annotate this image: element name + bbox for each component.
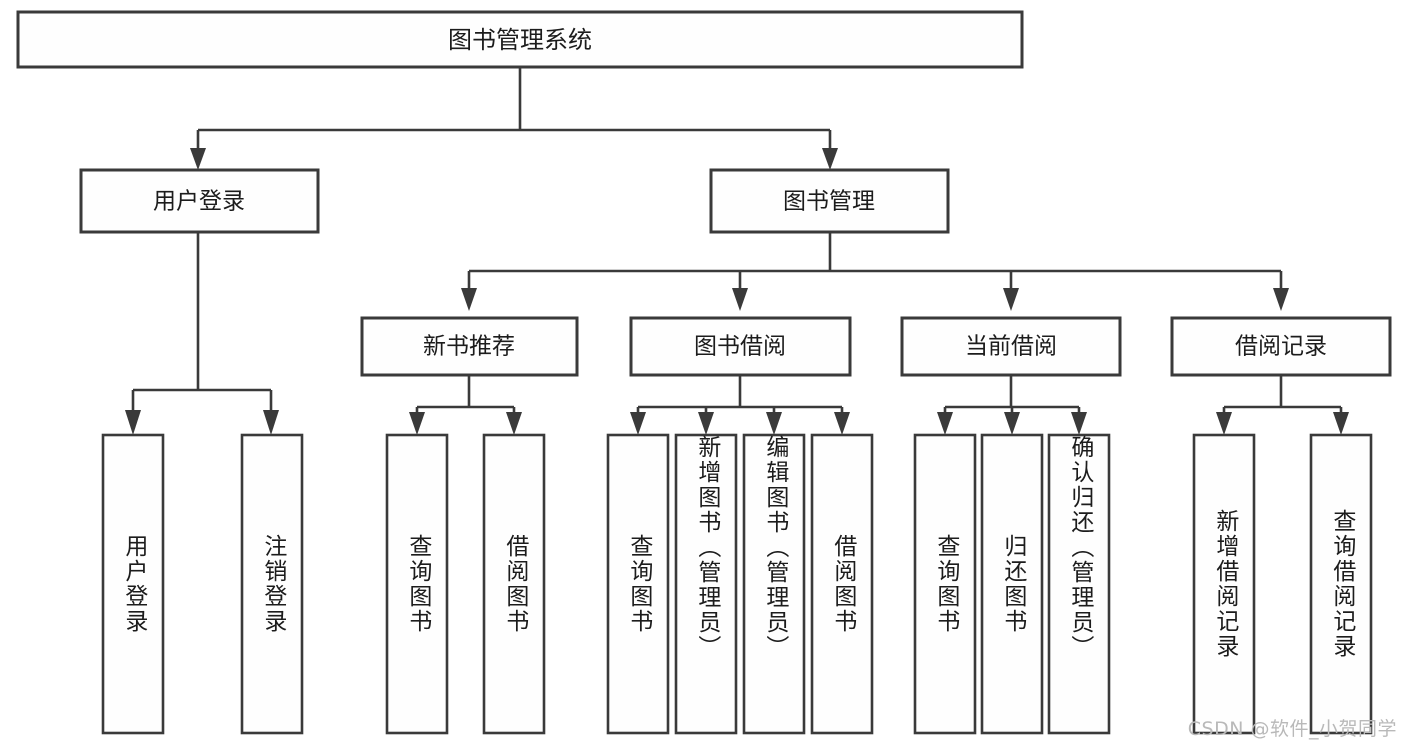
node-borrow-record-box[interactable] bbox=[1170, 316, 1392, 377]
leaf-box-borrow-record-1[interactable] bbox=[1309, 433, 1373, 735]
arrow-nb-child-0 bbox=[409, 412, 425, 435]
node-user-login-box[interactable] bbox=[79, 168, 320, 234]
connector-group-user-login bbox=[125, 232, 279, 435]
arrow-cb-child-2 bbox=[1071, 412, 1087, 435]
arrow-ul-child-0 bbox=[125, 410, 141, 435]
leaf-box-new-book-1[interactable] bbox=[482, 433, 546, 735]
arrow-br-child-0 bbox=[1216, 412, 1232, 435]
arrow-bb-child-0 bbox=[630, 412, 646, 435]
node-book-management-label: 图书管理 bbox=[783, 189, 875, 215]
node-new-book-recommend-label: 新书推荐 bbox=[423, 334, 515, 360]
leaf-box-new-book-0[interactable] bbox=[385, 433, 449, 735]
node-root-label: 图书管理系统 bbox=[448, 26, 592, 54]
node-user-login-label: 用户登录 bbox=[153, 189, 245, 215]
arrow-to-user-login bbox=[190, 148, 206, 170]
connector-group-new-book bbox=[409, 375, 522, 435]
watermark-text: CSDN @软件_小贺同学 bbox=[1187, 718, 1397, 740]
connector-group-book-borrow bbox=[630, 375, 850, 435]
node-book-borrow[interactable]: 图书借阅 bbox=[629, 316, 852, 377]
leaf-box-book-borrow-3[interactable] bbox=[810, 433, 874, 735]
leaf-box-borrow-record-0[interactable] bbox=[1192, 433, 1256, 735]
connector-group-borrow-record bbox=[1216, 375, 1349, 435]
node-current-borrow[interactable]: 当前借阅 bbox=[900, 316, 1122, 377]
node-current-borrow-label: 当前借阅 bbox=[965, 334, 1057, 360]
arrow-bb-child-1 bbox=[698, 412, 714, 435]
arrow-ul-child-1 bbox=[263, 410, 279, 435]
node-book-borrow-box[interactable] bbox=[629, 316, 852, 377]
arrow-to-book-mgmt bbox=[822, 148, 838, 170]
node-user-login[interactable]: 用户登录 bbox=[79, 168, 320, 234]
leaf-box-current-borrow-1[interactable] bbox=[980, 433, 1044, 735]
node-borrow-record-label: 借阅记录 bbox=[1235, 334, 1327, 360]
leaf-box-current-borrow-2[interactable] bbox=[1047, 433, 1111, 735]
leaf-box-book-borrow-0[interactable] bbox=[606, 433, 670, 735]
connector-group-current-borrow bbox=[937, 375, 1087, 435]
arrow-nb-child-1 bbox=[506, 412, 522, 435]
node-borrow-record[interactable]: 借阅记录 bbox=[1170, 316, 1392, 377]
node-root[interactable]: 图书管理系统 bbox=[16, 10, 1024, 69]
arrow-cb-child-0 bbox=[937, 412, 953, 435]
arrow-bm-child-2 bbox=[1003, 288, 1019, 311]
connector-group-root bbox=[190, 67, 838, 170]
node-new-book-recommend-box[interactable] bbox=[360, 316, 579, 377]
node-root-box[interactable] bbox=[16, 10, 1024, 69]
leaf-box-book-borrow-1[interactable] bbox=[674, 433, 738, 735]
leaf-boxes bbox=[101, 433, 1373, 735]
leaf-box-current-borrow-0[interactable] bbox=[913, 433, 977, 735]
node-book-borrow-label: 图书借阅 bbox=[694, 334, 786, 360]
connector-group-book-mgmt bbox=[461, 232, 1289, 311]
node-new-book-recommend[interactable]: 新书推荐 bbox=[360, 316, 579, 377]
arrow-bb-child-3 bbox=[834, 412, 850, 435]
arrow-br-child-1 bbox=[1333, 412, 1349, 435]
node-book-management[interactable]: 图书管理 bbox=[709, 168, 950, 234]
arrow-bm-child-0 bbox=[461, 288, 477, 311]
arrow-bm-child-1 bbox=[732, 288, 748, 311]
leaf-box-book-borrow-2[interactable] bbox=[742, 433, 806, 735]
arrow-bb-child-2 bbox=[766, 412, 782, 435]
leaf-box-user-login-0[interactable] bbox=[101, 433, 165, 735]
arrow-cb-child-1 bbox=[1004, 412, 1020, 435]
arrow-bm-child-3 bbox=[1273, 288, 1289, 311]
leaf-box-user-login-1[interactable] bbox=[240, 433, 304, 735]
node-book-management-box[interactable] bbox=[709, 168, 950, 234]
node-current-borrow-box[interactable] bbox=[900, 316, 1122, 377]
